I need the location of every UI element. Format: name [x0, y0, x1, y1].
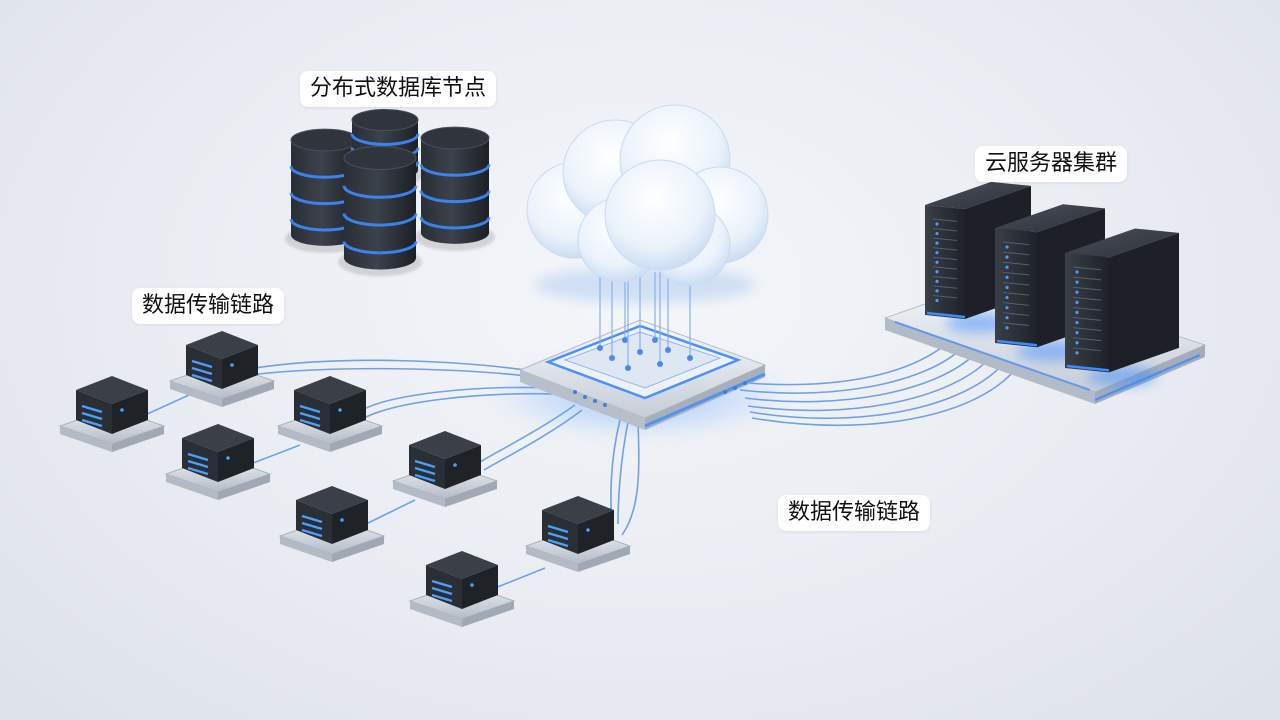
edge-device-icon	[391, 431, 499, 507]
edge-device-icon	[524, 496, 632, 572]
server-cluster	[883, 181, 1207, 404]
cloud-icon	[526, 104, 769, 303]
server-tower-icon	[1065, 228, 1179, 386]
label-db-nodes: 分布式数据库节点	[300, 71, 497, 108]
edge-device-icon	[276, 376, 384, 452]
edge-devices	[58, 331, 632, 627]
central-hub	[490, 262, 790, 440]
database-cylinder-icon	[415, 126, 495, 251]
label-link-left: 数据传输链路	[132, 288, 285, 325]
database-cylinder-icon	[338, 145, 422, 277]
edge-device-icon	[168, 331, 276, 407]
label-cloud-cluster: 云服务器集群	[975, 146, 1128, 183]
edge-device-icon	[408, 551, 516, 627]
edge-device-icon	[164, 424, 272, 500]
database-cluster	[285, 108, 495, 277]
edge-device-icon	[278, 486, 386, 562]
label-link-right: 数据传输链路	[778, 495, 931, 532]
edge-device-icon	[58, 376, 166, 452]
